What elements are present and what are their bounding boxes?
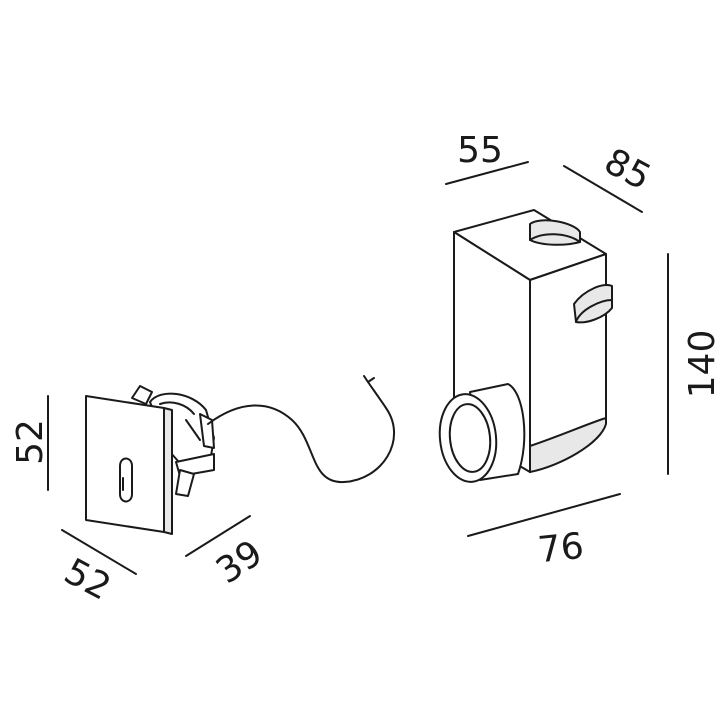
junction-box xyxy=(438,209,613,483)
dim-box-height: 140 xyxy=(682,330,723,399)
cable xyxy=(207,381,396,484)
dimension-labels: 52 52 39 55 85 140 76 xyxy=(10,130,723,609)
dim-fixture-depth: 39 xyxy=(209,533,270,593)
dim-box-width: 55 xyxy=(457,130,503,171)
dim-box-length: 76 xyxy=(536,526,586,572)
dim-fixture-height: 52 xyxy=(10,419,51,465)
top-clip xyxy=(529,219,581,246)
recessed-light-fixture xyxy=(85,385,215,535)
dim-fixture-width: 52 xyxy=(58,551,118,609)
side-clip xyxy=(573,284,613,324)
light-slot xyxy=(119,457,133,503)
dimension-lines xyxy=(47,161,669,575)
